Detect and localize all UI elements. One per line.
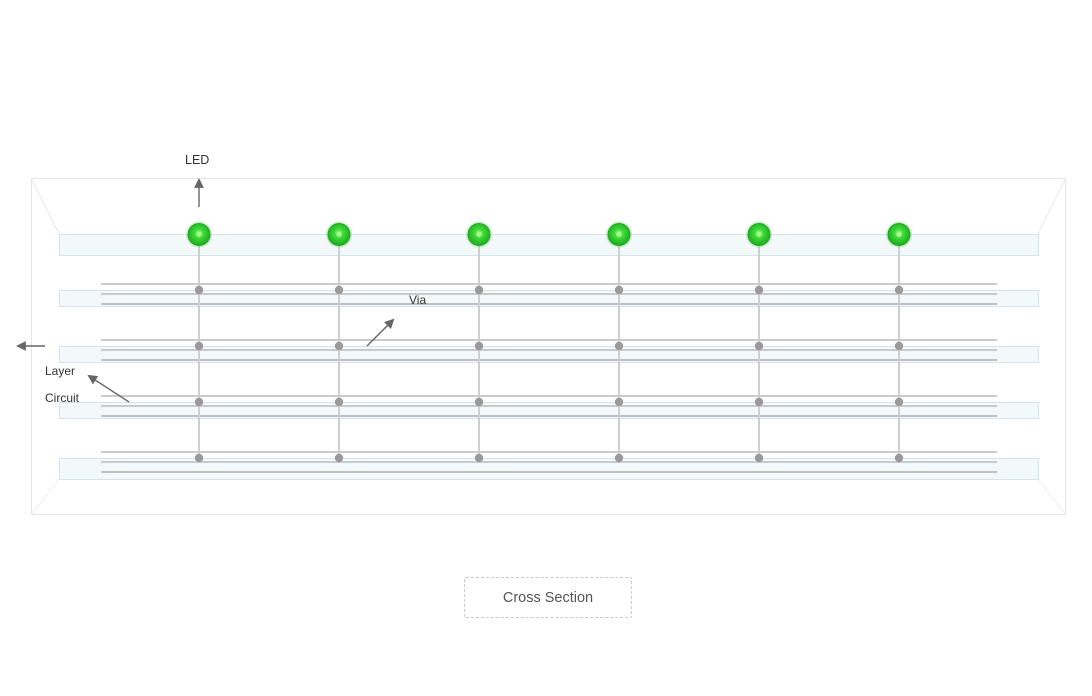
board-layer [59,234,1039,256]
circuit-label: Circuit [45,391,80,405]
led-core [756,232,762,237]
led-core [336,232,342,237]
via-points [194,285,904,463]
via-dot [614,285,624,295]
led-core [476,232,482,237]
via-label: Via [409,293,426,307]
via-dot [754,453,764,463]
layer-label: Layer [45,364,75,378]
via-dot [194,341,204,351]
led-core [896,232,902,237]
led-light [606,221,632,248]
via-dot [614,341,624,351]
led-light [886,221,912,248]
via-dot [334,285,344,295]
via-dot [474,341,484,351]
via-dot [474,397,484,407]
led-light [466,221,492,248]
via-dot [754,285,764,295]
via-dot [194,453,204,463]
cross-section-button-label: Cross Section [502,589,594,606]
led-label: LED [185,153,209,167]
circuit-traces [101,283,997,473]
led-light [326,221,352,248]
board-layer [59,458,1039,480]
via-dot [474,453,484,463]
led-core [196,232,202,237]
board-layers [59,234,1039,480]
led-light [746,221,772,248]
via-dot [334,341,344,351]
led-light [186,221,212,248]
circuit-arrow [87,374,130,403]
via-dot [194,285,204,295]
via-dot [334,397,344,407]
via-dot [754,341,764,351]
led-core [616,232,622,237]
via-dot [754,397,764,407]
annotation-arrows [16,178,395,403]
via-columns [198,246,900,458]
via-dot [614,453,624,463]
cross-section-button[interactable]: Cross Section [464,577,632,618]
led-row [186,221,912,248]
via-dot [894,453,904,463]
via-arrow [366,318,395,347]
via-dot [194,397,204,407]
via-dot [614,397,624,407]
via-dot [894,397,904,407]
via-dot [474,285,484,295]
via-dot [334,453,344,463]
via-dot [894,341,904,351]
via-dot [894,285,904,295]
